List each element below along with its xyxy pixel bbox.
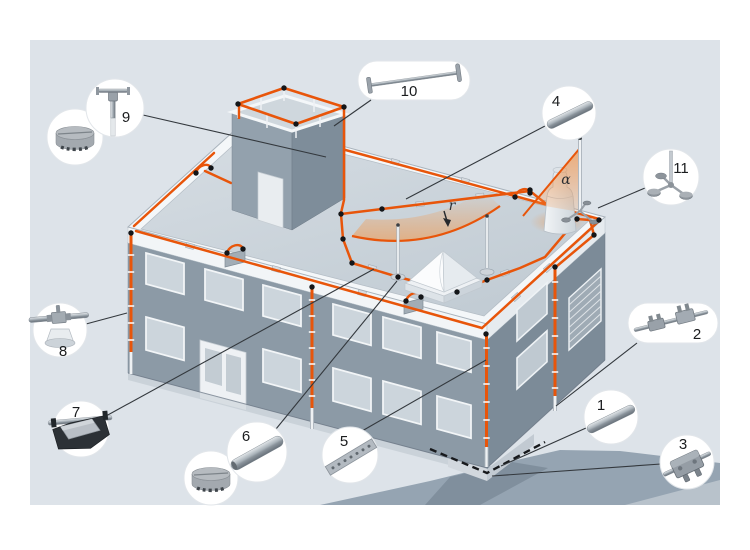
leader-line-1: [500, 427, 587, 467]
protection-angle-triangle: [522, 147, 581, 217]
callout-9: 9: [46, 78, 145, 166]
callout-2-pill: [627, 302, 719, 344]
window: [436, 330, 472, 374]
callout-10: 10: [357, 60, 471, 101]
ground-terrain: [320, 450, 720, 505]
window: [204, 267, 244, 312]
down-conductor-right: [551, 269, 559, 411]
callout-2: 2: [627, 302, 719, 344]
flat-roof-conductor-holder-icon: [47, 410, 113, 450]
callout-10-number: 10: [401, 83, 418, 100]
plinth-right: [487, 434, 534, 481]
conductor-with-test-clamps-icon: [633, 303, 709, 332]
perforated-flat-strip-icon: [324, 438, 378, 476]
louver-vent: [568, 267, 602, 352]
radius-label: r: [449, 198, 457, 214]
air-termination-rod-2: [479, 214, 495, 276]
right-windows: [516, 280, 548, 391]
window: [332, 366, 372, 413]
callout-1-number: 1: [597, 397, 605, 414]
radius-arc: [351, 205, 501, 242]
penthouse: [226, 86, 351, 231]
callout-7: 7: [47, 400, 113, 458]
roof-cross-conductor-2: [350, 217, 579, 294]
plinth-front: [448, 456, 487, 481]
penthouse-roof-link: [203, 169, 233, 185]
window: [516, 280, 548, 343]
callout-11: 11: [642, 148, 700, 206]
leader-line-5: [361, 359, 487, 432]
leader-line-2: [555, 342, 638, 407]
leader-line-6: [275, 280, 398, 430]
leader-line-11: [597, 187, 646, 209]
rolling-sphere-radius: r: [351, 191, 501, 242]
penthouse-door: [257, 171, 284, 229]
leader-lines: [85, 99, 662, 477]
radius-arrow-head: [443, 218, 451, 227]
callout-9-number: 9: [122, 109, 130, 126]
callout-2-number: 2: [693, 326, 701, 343]
leader-line-4: [405, 125, 546, 200]
callout-5-number: 5: [340, 433, 348, 450]
mast-tripod-in-situ: [561, 200, 599, 225]
parapet-conductor-front: [134, 229, 484, 330]
window: [516, 328, 548, 391]
connection-points: [128, 85, 602, 337]
callout-1: 1: [583, 389, 639, 445]
window: [382, 315, 422, 360]
callout-5: 5: [321, 426, 379, 484]
ring-down-conductor: [339, 108, 346, 214]
callout-8-number: 8: [59, 343, 67, 360]
foundation-earthing: [429, 440, 546, 475]
spanning-rod-icon: [366, 63, 462, 94]
down-conductor-middle: [308, 288, 316, 429]
round-conductor-rod-icon: [586, 404, 636, 434]
leader-line-10: [333, 99, 372, 127]
leader-line-7: [105, 268, 375, 417]
callout-6: 6: [183, 421, 288, 506]
entrance-door: [199, 339, 247, 410]
window: [436, 394, 472, 440]
tripod-stand-icon: [647, 150, 693, 200]
callout-4: 4: [541, 85, 597, 141]
leader-line-9: [142, 114, 327, 158]
callout-4-number: 4: [552, 93, 560, 110]
down-conductor-left: [127, 235, 135, 374]
radius-glow: [352, 191, 500, 241]
protection-angle-hypotenuse: [522, 147, 581, 217]
skylight: [403, 250, 484, 304]
rod-clamp-holder-icon: [96, 87, 130, 137]
wall-bottom-edge: [127, 359, 606, 469]
callout-6-number: 6: [242, 428, 250, 445]
callout-8: 8: [28, 302, 89, 360]
window: [262, 347, 302, 394]
callout-3-number: 3: [679, 436, 687, 453]
callout-3: 3: [659, 434, 715, 490]
connection-clamp-icon: [663, 449, 711, 483]
down-conductor-corner: [483, 336, 490, 467]
window: [145, 315, 185, 362]
concrete-base-icon: [190, 465, 232, 493]
window: [262, 283, 302, 328]
window: [332, 302, 372, 347]
parapet-conductor-right: [480, 219, 601, 330]
leader-line-3: [491, 463, 662, 477]
front-windows: [145, 251, 472, 440]
window: [145, 251, 185, 296]
down-conductors: [127, 235, 559, 467]
air-termination-rod-icon: [546, 101, 594, 129]
callout-7-number: 7: [72, 404, 80, 421]
callout-11-number: 11: [673, 160, 689, 177]
leader-line-8: [85, 312, 128, 325]
wall-conductor-holder-icon: [28, 305, 89, 348]
concrete-base-icon: [54, 124, 96, 152]
support-tube-icon: [230, 435, 284, 471]
ground-shadow-wedge: [425, 462, 548, 505]
alpha-angle-label: α: [561, 172, 571, 188]
